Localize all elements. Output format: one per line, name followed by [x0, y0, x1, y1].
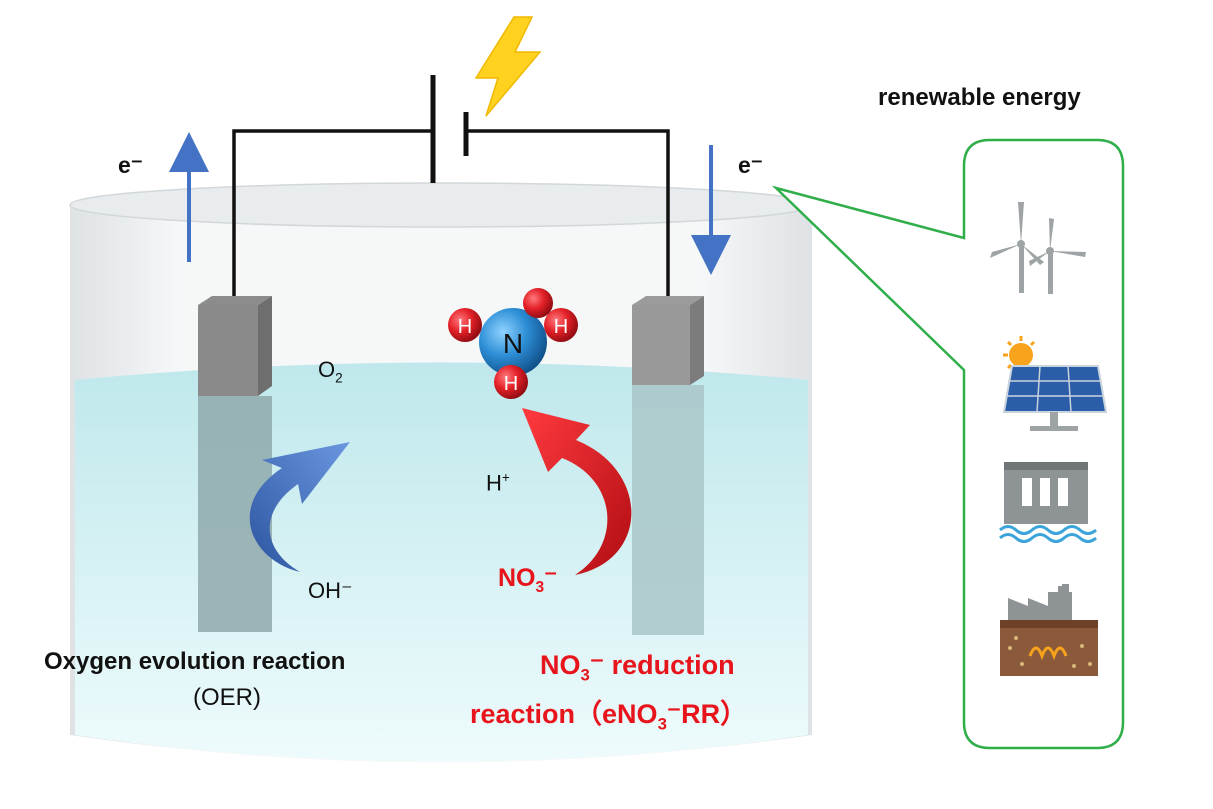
electron-label-right: e⁻ — [738, 152, 763, 178]
oxygen-subscript: 2 — [335, 370, 343, 386]
hydrogen-atom — [448, 308, 482, 342]
proton-symbol: H — [486, 470, 502, 496]
proton-label: H+ — [486, 470, 510, 496]
hydrogen-atom — [494, 365, 528, 399]
nrr-line2-sub: 3 — [657, 714, 667, 734]
lightning-icon — [474, 16, 542, 117]
oer-curved-arrow — [249, 442, 350, 572]
nitrate-symbol: NO — [498, 564, 536, 592]
hydrogen-atom — [544, 308, 578, 342]
oxygen-label: O2 — [318, 357, 343, 385]
nrr-line2-main: reaction（eNO — [470, 699, 658, 729]
nitrate-charge: ⁻ — [544, 564, 558, 592]
anode-electrode — [198, 296, 272, 632]
nrr-curved-arrow — [522, 408, 632, 575]
battery-icon — [430, 75, 469, 183]
nrr-line1-rest: ⁻ reduction — [589, 650, 735, 680]
hydrogen-atom-back — [523, 288, 553, 318]
electron-label-left: e⁻ — [118, 152, 143, 178]
nrr-line2-rest: ⁻RR） — [666, 699, 748, 729]
nitrate-subscript: 3 — [535, 579, 545, 596]
renewable-energy-title: renewable energy — [878, 84, 1081, 111]
h-label: H — [554, 316, 568, 338]
nrr-title-line2: reaction（eNO3⁻RR） — [470, 692, 747, 734]
oer-title: Oxygen evolution reaction — [44, 648, 346, 675]
h-label: H — [504, 373, 518, 395]
ammonia-molecule: H H N H — [448, 288, 578, 399]
wind-turbine-icon — [990, 202, 1086, 294]
nitrogen-atom — [479, 308, 547, 376]
n-label: N — [503, 328, 523, 359]
oxygen-symbol: O — [318, 357, 336, 382]
solar-panel-icon — [1002, 336, 1108, 431]
proton-superscript: + — [501, 470, 510, 485]
hydro-dam-icon — [999, 462, 1097, 543]
oer-abbreviation: (OER) — [193, 684, 261, 711]
cathode-electrode — [632, 296, 704, 635]
nrr-line1-sub: 3 — [580, 665, 590, 685]
hydroxide-label: OH⁻ — [308, 578, 353, 603]
beaker-rim — [69, 182, 813, 228]
nrr-title-line1: NO3⁻ reduction — [540, 650, 735, 685]
h-label: H — [458, 316, 472, 338]
nrr-line1-main: NO — [540, 650, 581, 680]
renewable-energy-frame — [771, 138, 1125, 750]
circuit-wires — [232, 129, 670, 296]
nitrate-label: NO3⁻ — [498, 563, 557, 597]
geothermal-plant-icon — [1000, 584, 1098, 676]
